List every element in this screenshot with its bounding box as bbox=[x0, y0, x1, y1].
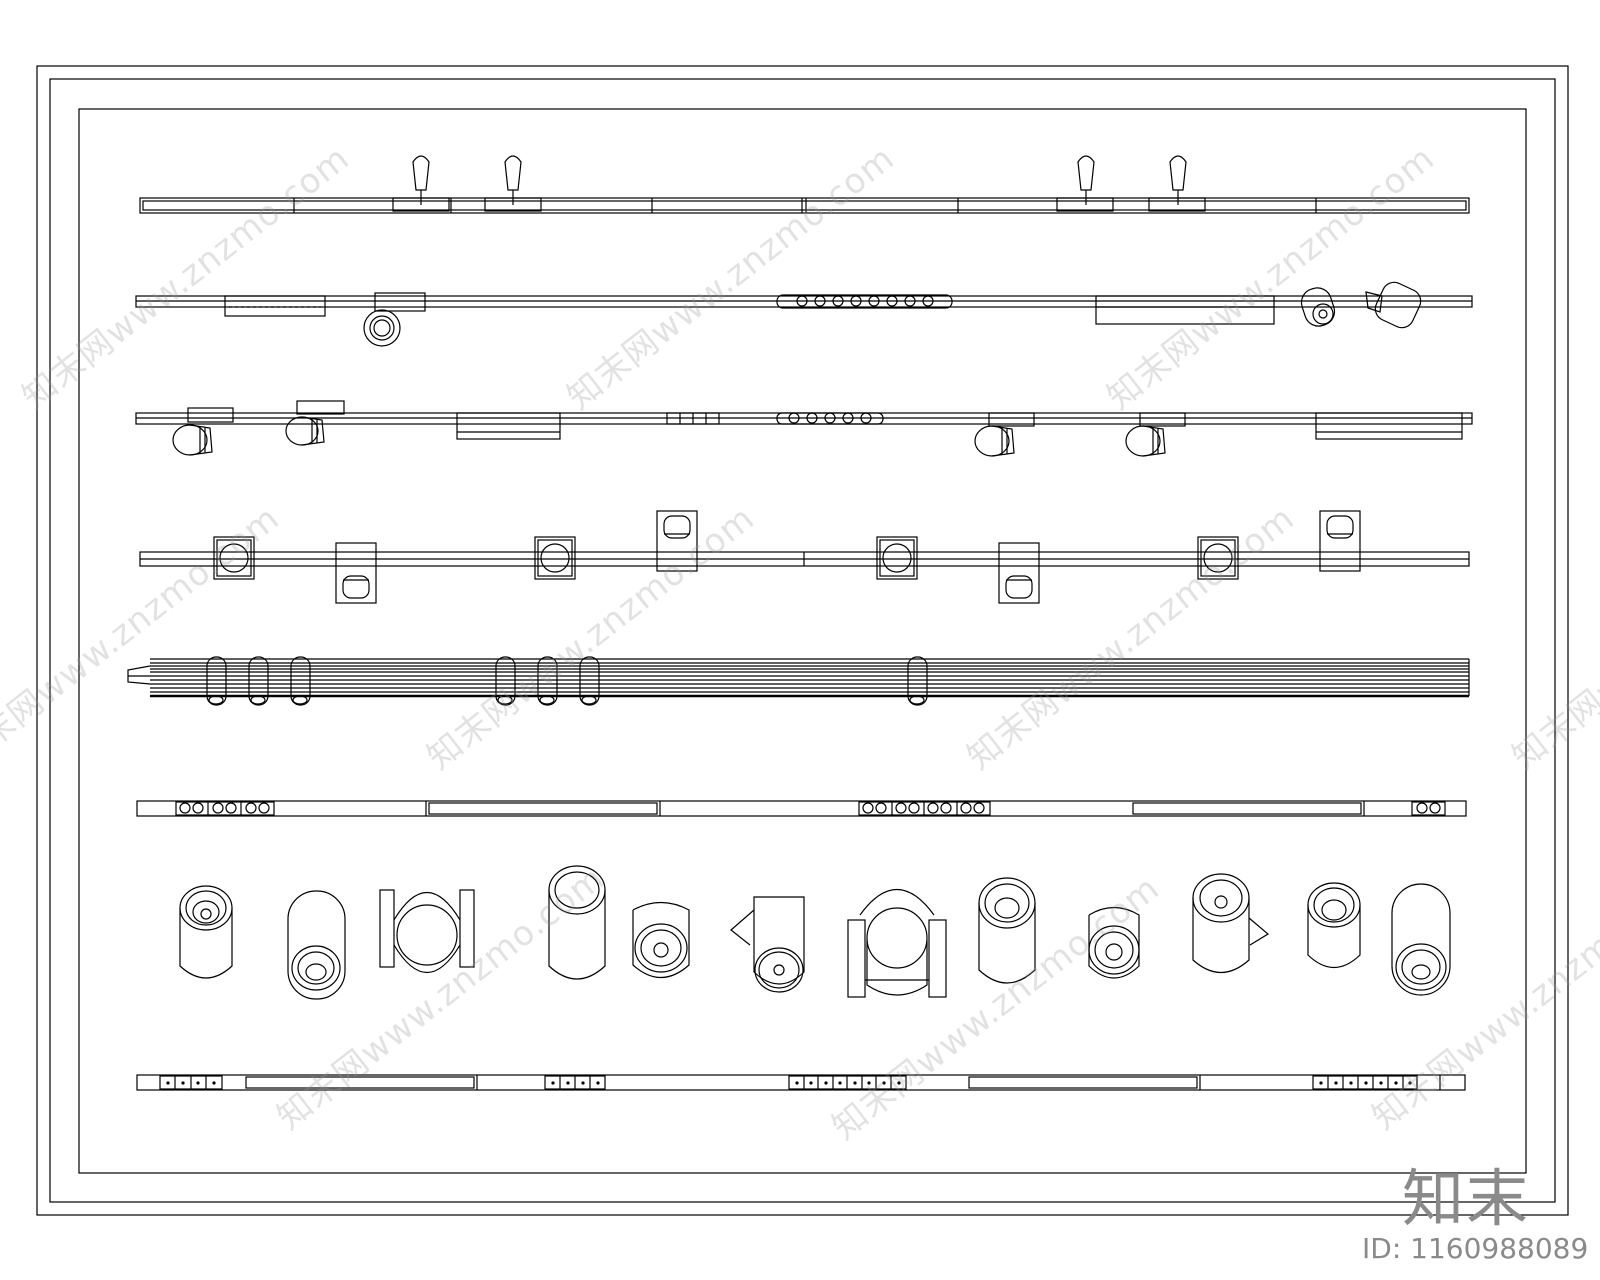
track-row-pendant-spots bbox=[139, 155, 1470, 214]
brand-logo-text: 知末 bbox=[1402, 1162, 1531, 1235]
inner-frame bbox=[78, 108, 1527, 1174]
file-id-label: ID: 1160988089 bbox=[1362, 1232, 1589, 1265]
track-row-mixed-fixtures bbox=[135, 281, 1473, 347]
middle-frame bbox=[49, 78, 1556, 1203]
track-row-grille-segments bbox=[136, 800, 1467, 817]
track-row-multi-rail bbox=[127, 656, 1470, 706]
spotlight-detail-row bbox=[179, 865, 1451, 1000]
dots bbox=[166, 1081, 1412, 1085]
outer-frame bbox=[36, 65, 1569, 1216]
track-row-square-spots bbox=[139, 510, 1470, 604]
track-row-dotted-segments bbox=[136, 1074, 1466, 1091]
track-row-cylinder-spots bbox=[135, 400, 1473, 457]
